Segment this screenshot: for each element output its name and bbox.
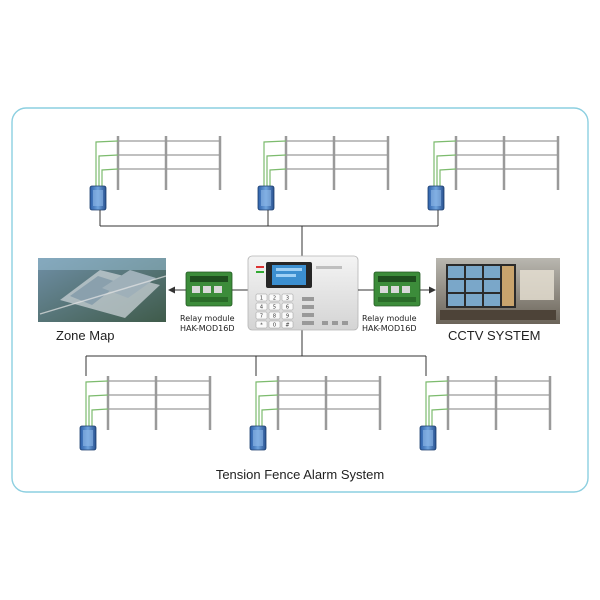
fence-segment-top-center xyxy=(256,134,390,212)
diagram-frame xyxy=(11,107,589,493)
keypad-key xyxy=(268,320,281,329)
keypad-key-label: 9 xyxy=(286,314,289,320)
keypad-key-label: 5 xyxy=(273,305,276,311)
fence-segment-bottom-center xyxy=(248,374,382,452)
keypad-key-label: 7 xyxy=(260,314,263,320)
relay-module-right xyxy=(373,271,421,307)
keypad-key xyxy=(255,293,268,302)
fence-segment-top-left xyxy=(88,134,222,212)
alarm-controller: 1 2 3 4 5 6 7 8 9 * 0 # xyxy=(247,255,359,331)
fence-segment-top-right xyxy=(426,134,560,212)
keypad-key-label: 6 xyxy=(286,305,289,311)
cctv-system-label: CCTV SYSTEM xyxy=(448,328,540,343)
keypad-key xyxy=(255,302,268,311)
relay-left-line1: Relay module xyxy=(180,314,235,323)
keypad-key-label: 1 xyxy=(260,296,263,302)
zone-map-label: Zone Map xyxy=(56,328,115,343)
keypad-key xyxy=(281,293,294,302)
arrow-to-cctv xyxy=(358,286,436,294)
cctv-image xyxy=(436,258,560,324)
relay-left-line2: HAK-MOD16D xyxy=(180,324,234,333)
relay-right-line1: Relay module xyxy=(362,314,417,323)
fence-segment-bottom-left xyxy=(78,374,212,452)
keypad-key xyxy=(268,293,281,302)
keypad-key-label: 4 xyxy=(260,305,263,311)
keypad-key xyxy=(255,311,268,320)
top-wiring-bus xyxy=(99,210,439,256)
keypad-key-label: 0 xyxy=(273,323,276,329)
keypad-key xyxy=(281,311,294,320)
relay-module-left xyxy=(185,271,233,307)
keypad-key-label: 3 xyxy=(286,296,289,302)
relay-right-line2: HAK-MOD16D xyxy=(362,324,416,333)
keypad-key-label: * xyxy=(260,323,263,329)
diagram-title: Tension Fence Alarm System xyxy=(216,467,384,482)
keypad-key-label: 8 xyxy=(273,314,276,320)
keypad-key xyxy=(268,311,281,320)
controller-keypad: 1 2 3 4 5 6 7 8 9 * 0 # xyxy=(255,293,294,329)
zone-map-image xyxy=(38,258,167,322)
keypad-key xyxy=(281,320,294,329)
bottom-wiring-bus xyxy=(85,330,427,376)
keypad-key-label: # xyxy=(285,323,289,329)
keypad-key-label: 2 xyxy=(273,296,276,302)
keypad-key xyxy=(268,302,281,311)
keypad-key xyxy=(281,302,294,311)
keypad-key xyxy=(255,320,268,329)
fence-segment-bottom-right xyxy=(418,374,552,452)
